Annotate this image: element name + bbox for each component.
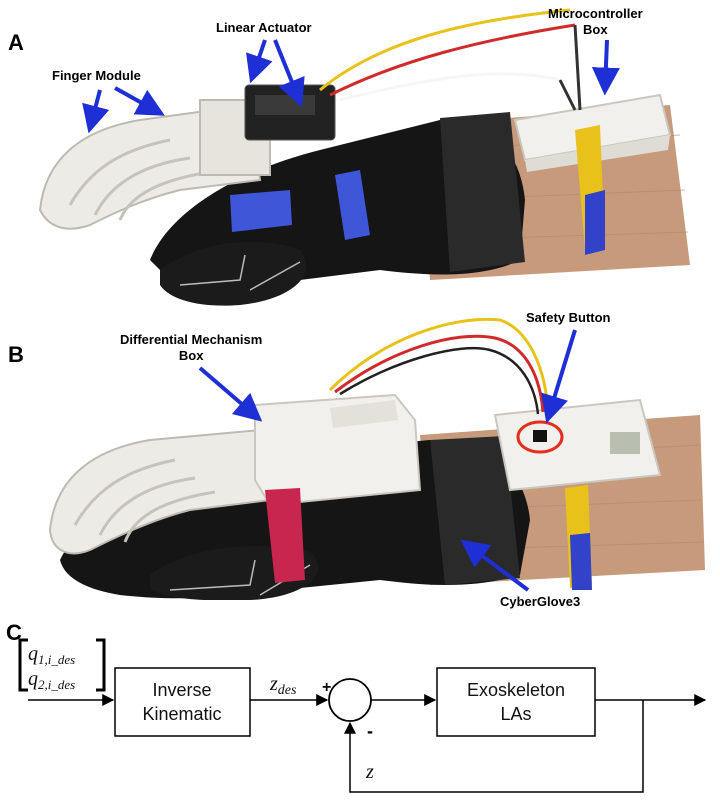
svg-text:q1,i_des: q1,i_des bbox=[28, 643, 75, 667]
callout-safety-button: Safety Button bbox=[526, 310, 611, 325]
callout-microcontroller-line2: Box bbox=[583, 22, 608, 37]
callout-differential-line1: Differential Mechanism bbox=[120, 332, 263, 347]
block1-line2: Kinematic bbox=[142, 704, 221, 724]
block2-line2: LAs bbox=[500, 704, 531, 724]
callout-microcontroller-line1: Microcontroller bbox=[548, 6, 643, 21]
callout-finger-module: Finger Module bbox=[52, 68, 141, 83]
input-q2-sub: 2,i_des bbox=[38, 677, 75, 692]
hand-b bbox=[48, 317, 705, 600]
safety-button-ring bbox=[516, 420, 564, 454]
signal-zdes: z bbox=[269, 673, 278, 695]
photo-illustration bbox=[38, 8, 705, 600]
input-q2: q bbox=[28, 668, 38, 690]
svg-text:q2,i_des: q2,i_des bbox=[28, 668, 75, 692]
feedback-path bbox=[344, 700, 644, 793]
panel-label-c: C bbox=[6, 620, 22, 645]
callout-cyberglove: CyberGlove3 bbox=[500, 594, 581, 609]
summing-junction bbox=[328, 678, 372, 722]
svg-text:zdes: zdes bbox=[269, 673, 297, 698]
arrow-linear-actuator-1 bbox=[246, 39, 273, 84]
input-q1-sub: 1,i_des bbox=[38, 652, 75, 667]
arrow-microcontroller bbox=[591, 39, 620, 96]
callout-linear-actuator: Linear Actuator bbox=[216, 20, 312, 35]
input-vector-bracket-right bbox=[96, 638, 106, 692]
sum-plus: + bbox=[322, 679, 331, 696]
inverse-kinematic-block bbox=[114, 667, 251, 737]
callout-differential-line2: Box bbox=[178, 348, 204, 363]
exoskeleton-block bbox=[436, 667, 596, 737]
block1-line1: Inverse bbox=[152, 680, 211, 700]
block2-line1: Exoskeleton bbox=[467, 680, 565, 700]
sum-minus: - bbox=[367, 721, 373, 741]
arrow-linear-actuator-2 bbox=[273, 39, 305, 108]
arrow-differential-box bbox=[198, 366, 263, 422]
hand-a bbox=[38, 8, 690, 306]
arrow-finger-module-1 bbox=[82, 89, 110, 134]
arrow-safety-button bbox=[541, 329, 577, 424]
feedback-z: z bbox=[365, 761, 374, 783]
arrow-finger-module-2 bbox=[114, 86, 165, 116]
input-q1: q bbox=[28, 643, 38, 665]
panel-label-a: A bbox=[8, 30, 24, 55]
differential-box-b bbox=[254, 393, 422, 507]
input-vector-bracket-left bbox=[18, 638, 28, 692]
callout-microcontroller: Microcontroller Box bbox=[548, 6, 643, 38]
finger-module-b bbox=[48, 428, 272, 555]
callout-differential-box: Differential Mechanism Box bbox=[120, 332, 262, 364]
arrow-cyberglove bbox=[460, 539, 530, 592]
panel-label-b: B bbox=[8, 342, 24, 367]
signal-zdes-sub: des bbox=[278, 683, 297, 698]
